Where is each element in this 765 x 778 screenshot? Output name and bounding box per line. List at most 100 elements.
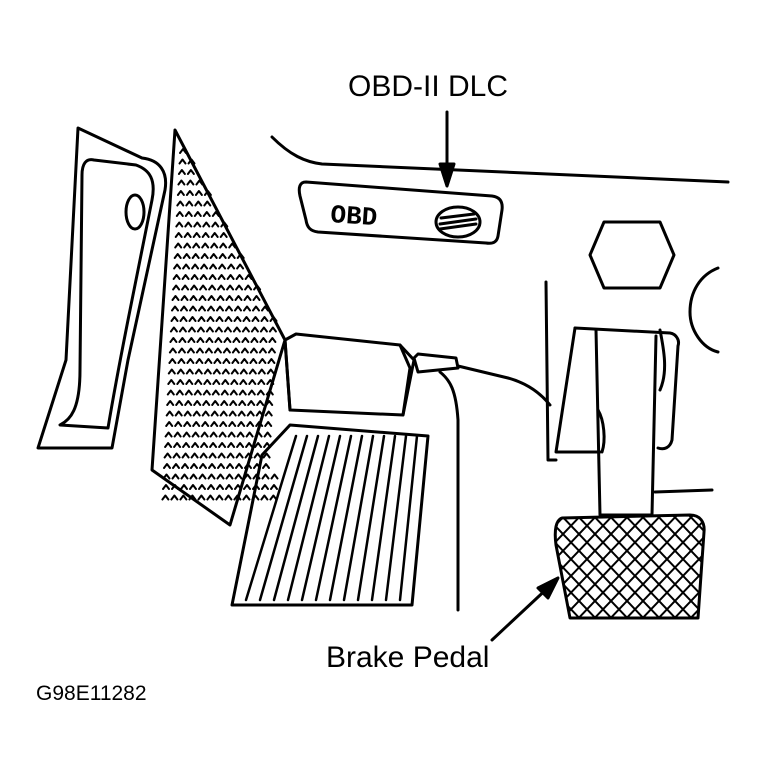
pad-hatch-line xyxy=(635,515,705,618)
floor-mat xyxy=(230,423,430,607)
obd-connector-plate: OBD xyxy=(297,180,504,245)
dlc-socket xyxy=(434,205,482,239)
obd-plate-text: OBD xyxy=(329,200,378,233)
pad-hatch-line xyxy=(716,510,765,625)
rib-row xyxy=(167,379,275,385)
rib-row xyxy=(168,358,276,364)
mat-rib xyxy=(328,434,364,602)
mat-rib xyxy=(384,434,408,602)
pad-hatch-line xyxy=(587,515,699,618)
figure-id-label: G98E11282 xyxy=(36,682,147,705)
pad-hatch-line xyxy=(699,515,705,618)
rib-row xyxy=(165,421,273,427)
pad-hatch-line xyxy=(555,515,635,618)
pad-hatch-line xyxy=(555,515,619,618)
rib-row xyxy=(162,473,279,480)
pad-hatch-line xyxy=(683,515,705,618)
mat-rib xyxy=(286,434,331,602)
pad-hatch-line xyxy=(555,515,587,618)
brake-callout-arrow xyxy=(490,576,560,642)
mat-rib xyxy=(272,434,320,602)
pedal-bracket xyxy=(438,280,558,612)
pad-hatch-line xyxy=(732,510,765,625)
pad-hatch-line xyxy=(619,515,705,618)
rib-row xyxy=(163,452,271,459)
rib-row xyxy=(174,242,237,249)
pad-hatch-line xyxy=(428,510,538,625)
ribbed-texture xyxy=(161,148,279,501)
pad-hatch-line xyxy=(748,510,765,625)
right-side-trim xyxy=(653,266,720,494)
pad-hatch-line xyxy=(444,510,554,625)
pad-hatch-line xyxy=(571,515,683,618)
pad-hatch-line xyxy=(651,515,705,618)
pad-hatch-line xyxy=(380,510,490,625)
rib-row xyxy=(179,148,187,154)
rib-row xyxy=(172,284,262,291)
hex-nut xyxy=(588,220,676,290)
rib-row xyxy=(178,158,196,165)
pad-hatch-line xyxy=(380,510,490,625)
rib-row xyxy=(166,400,274,406)
pad-hatch-line xyxy=(444,510,554,625)
rib-row xyxy=(167,368,275,375)
rib-row xyxy=(173,253,245,259)
pad-hatch-line xyxy=(699,515,705,618)
pad-hatch-line xyxy=(396,510,506,625)
pad-hatch-line xyxy=(412,510,522,625)
pad-hatch-line xyxy=(555,515,603,618)
rib-row xyxy=(164,431,272,438)
rib-row xyxy=(177,179,204,186)
pad-hatch-line xyxy=(651,515,705,618)
rib-row xyxy=(168,347,276,354)
pad-hatch-line xyxy=(603,515,705,618)
brake-pedal-arm xyxy=(554,326,680,517)
rib-row xyxy=(171,295,261,301)
pad-hatch-line xyxy=(667,515,705,618)
rib-row xyxy=(172,274,253,280)
mat-rib xyxy=(300,434,342,602)
pad-hatch-line xyxy=(555,515,603,618)
rib-row xyxy=(176,200,212,207)
rib-row xyxy=(164,442,272,448)
brake-pedal-label: Brake Pedal xyxy=(326,641,490,674)
floor-mat-ribs xyxy=(244,434,419,602)
mat-rib xyxy=(398,434,419,602)
mat-rib xyxy=(342,434,375,602)
mat-rib xyxy=(244,434,298,602)
pad-hatch-line xyxy=(667,515,705,618)
door-handle xyxy=(36,126,168,450)
mat-rib xyxy=(314,434,353,602)
pad-hatch-line xyxy=(555,515,571,618)
ribbed-side-panel xyxy=(150,128,287,527)
pad-hatch-line xyxy=(396,510,506,625)
rib-row xyxy=(169,337,277,343)
rib-row xyxy=(175,221,229,228)
rib-row xyxy=(177,169,195,175)
mat-rib xyxy=(356,434,386,602)
rib-row xyxy=(169,326,277,333)
obd-callout-arrow xyxy=(438,110,456,188)
rib-row xyxy=(166,389,274,396)
pad-hatch-line xyxy=(412,510,522,625)
pad-hatch-line xyxy=(716,510,765,625)
mat-rib xyxy=(370,434,397,602)
rib-row xyxy=(161,494,278,501)
throttle-pedal xyxy=(283,332,460,417)
brake-pedal-pad xyxy=(380,510,765,625)
pad-hatch-line xyxy=(732,510,765,625)
obd-dlc-label: OBD-II DLC xyxy=(348,70,509,103)
pad-hatch-line xyxy=(428,510,538,625)
rib-row xyxy=(173,263,245,270)
rib-row xyxy=(165,410,273,417)
pad-hatch-line xyxy=(748,510,765,625)
pad-hatch-line xyxy=(555,515,587,618)
rib-row xyxy=(176,190,212,196)
mat-rib xyxy=(258,434,309,602)
dashboard-edge xyxy=(270,135,730,184)
pad-hatch-line xyxy=(555,515,667,618)
rib-row xyxy=(171,305,269,312)
rib-row xyxy=(175,211,220,217)
rib-row xyxy=(163,463,270,469)
